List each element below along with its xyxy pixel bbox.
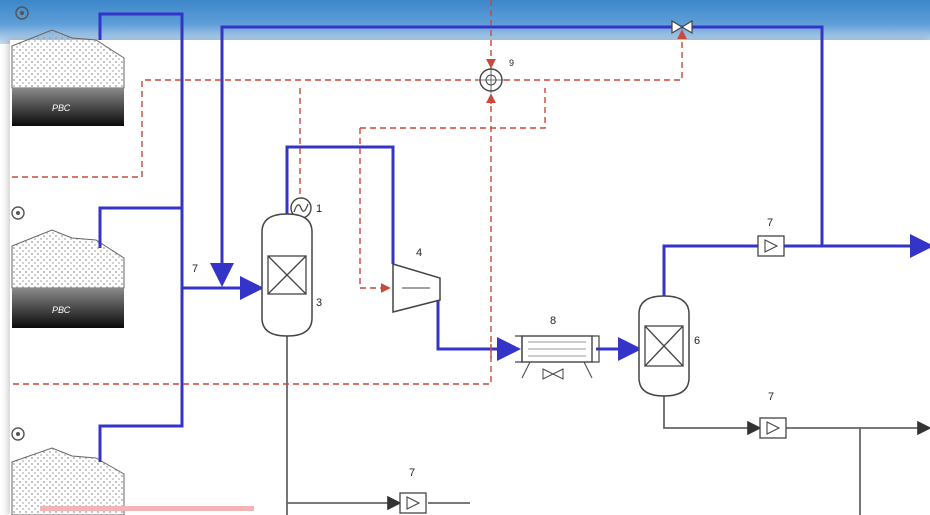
- signal-line-compressor[interactable]: [359, 128, 391, 293]
- heater-label: 1: [316, 203, 322, 215]
- tank-label: РВС: [52, 103, 71, 113]
- heat-exchanger-label: 8: [550, 315, 556, 327]
- column-label: 6: [694, 335, 700, 347]
- feed-stream-label: 7: [192, 263, 198, 275]
- column-overhead-line[interactable]: [662, 234, 930, 296]
- gear-icon[interactable]: [11, 427, 25, 441]
- signal-line-valve[interactable]: [504, 29, 687, 81]
- valve-icon[interactable]: [671, 19, 693, 35]
- tank-label: РВС: [52, 305, 71, 315]
- valve-label-bottom: 7: [768, 391, 774, 403]
- tank-1-outlet-line[interactable]: [98, 12, 184, 288]
- column-vessel[interactable]: [638, 295, 690, 397]
- compressor[interactable]: [392, 262, 441, 313]
- valve-icon[interactable]: [399, 492, 427, 514]
- gear-icon[interactable]: [11, 206, 25, 220]
- controller-icon[interactable]: [478, 67, 504, 93]
- signal-line-compressor-top[interactable]: [360, 88, 546, 129]
- heat-exchanger[interactable]: [515, 335, 600, 380]
- compressor-label: 4: [416, 247, 422, 259]
- storage-tank-1[interactable]: РВС: [11, 29, 125, 126]
- recycle-line[interactable]: [210, 25, 824, 287]
- tank-2-outlet-line[interactable]: [98, 206, 182, 248]
- process-lines: [98, 12, 930, 462]
- signal-line-bottom[interactable]: [12, 96, 492, 385]
- valve-label-top: 7: [767, 217, 773, 229]
- separator-overhead-line[interactable]: [285, 145, 395, 264]
- signal-line-tanks[interactable]: [12, 79, 478, 178]
- separator-label: 3: [316, 297, 322, 309]
- compressor-outlet-line[interactable]: [436, 300, 521, 361]
- heater[interactable]: [290, 197, 312, 219]
- signal-lines: [12, 0, 687, 385]
- tank-3-outlet-line[interactable]: [98, 288, 184, 462]
- window-title-bar: [0, 0, 930, 44]
- valve-label-lower: 7: [409, 467, 415, 479]
- gear-icon[interactable]: [15, 6, 29, 20]
- valve-icon[interactable]: [757, 235, 785, 257]
- separator-vessel[interactable]: [261, 213, 313, 337]
- status-strip: [40, 506, 254, 511]
- valve-icon[interactable]: [759, 417, 787, 439]
- column-bottoms-line[interactable]: [663, 396, 762, 436]
- controller-label: 9: [509, 58, 514, 68]
- bottoms-lines: [286, 336, 930, 515]
- storage-tank-2[interactable]: РВС: [11, 229, 125, 328]
- storage-tank-3[interactable]: [11, 447, 125, 515]
